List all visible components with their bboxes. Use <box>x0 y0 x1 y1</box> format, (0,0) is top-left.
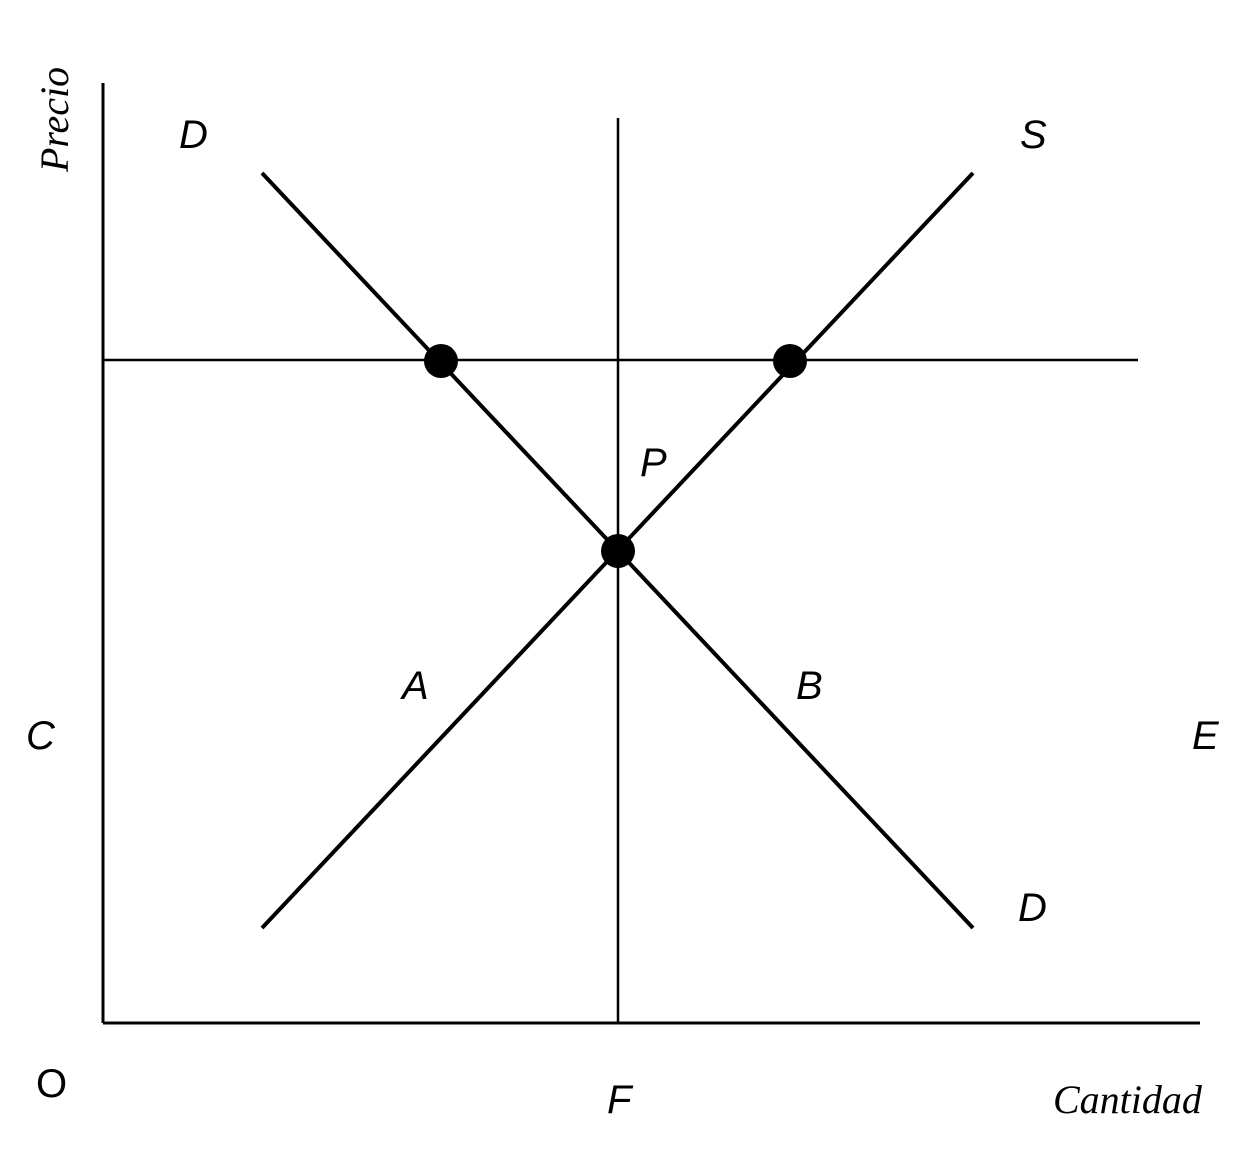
origin-label: O <box>36 1062 67 1106</box>
region-a-label: A <box>400 664 429 708</box>
region-b-label: B <box>796 664 823 708</box>
demand-label-top: D <box>179 113 208 157</box>
c-label: C <box>26 714 56 758</box>
e-label: E <box>1192 714 1220 758</box>
demand-price-point <box>424 344 458 378</box>
x-axis-title: Cantidad <box>1053 1077 1203 1122</box>
equilibrium-point <box>601 534 635 568</box>
supply-label: S <box>1020 113 1047 157</box>
supply-price-point <box>773 344 807 378</box>
f-label: F <box>607 1078 634 1122</box>
equilibrium-label: P <box>640 441 667 485</box>
y-axis-title: Precio <box>32 67 77 173</box>
demand-label-bottom: D <box>1018 886 1047 930</box>
